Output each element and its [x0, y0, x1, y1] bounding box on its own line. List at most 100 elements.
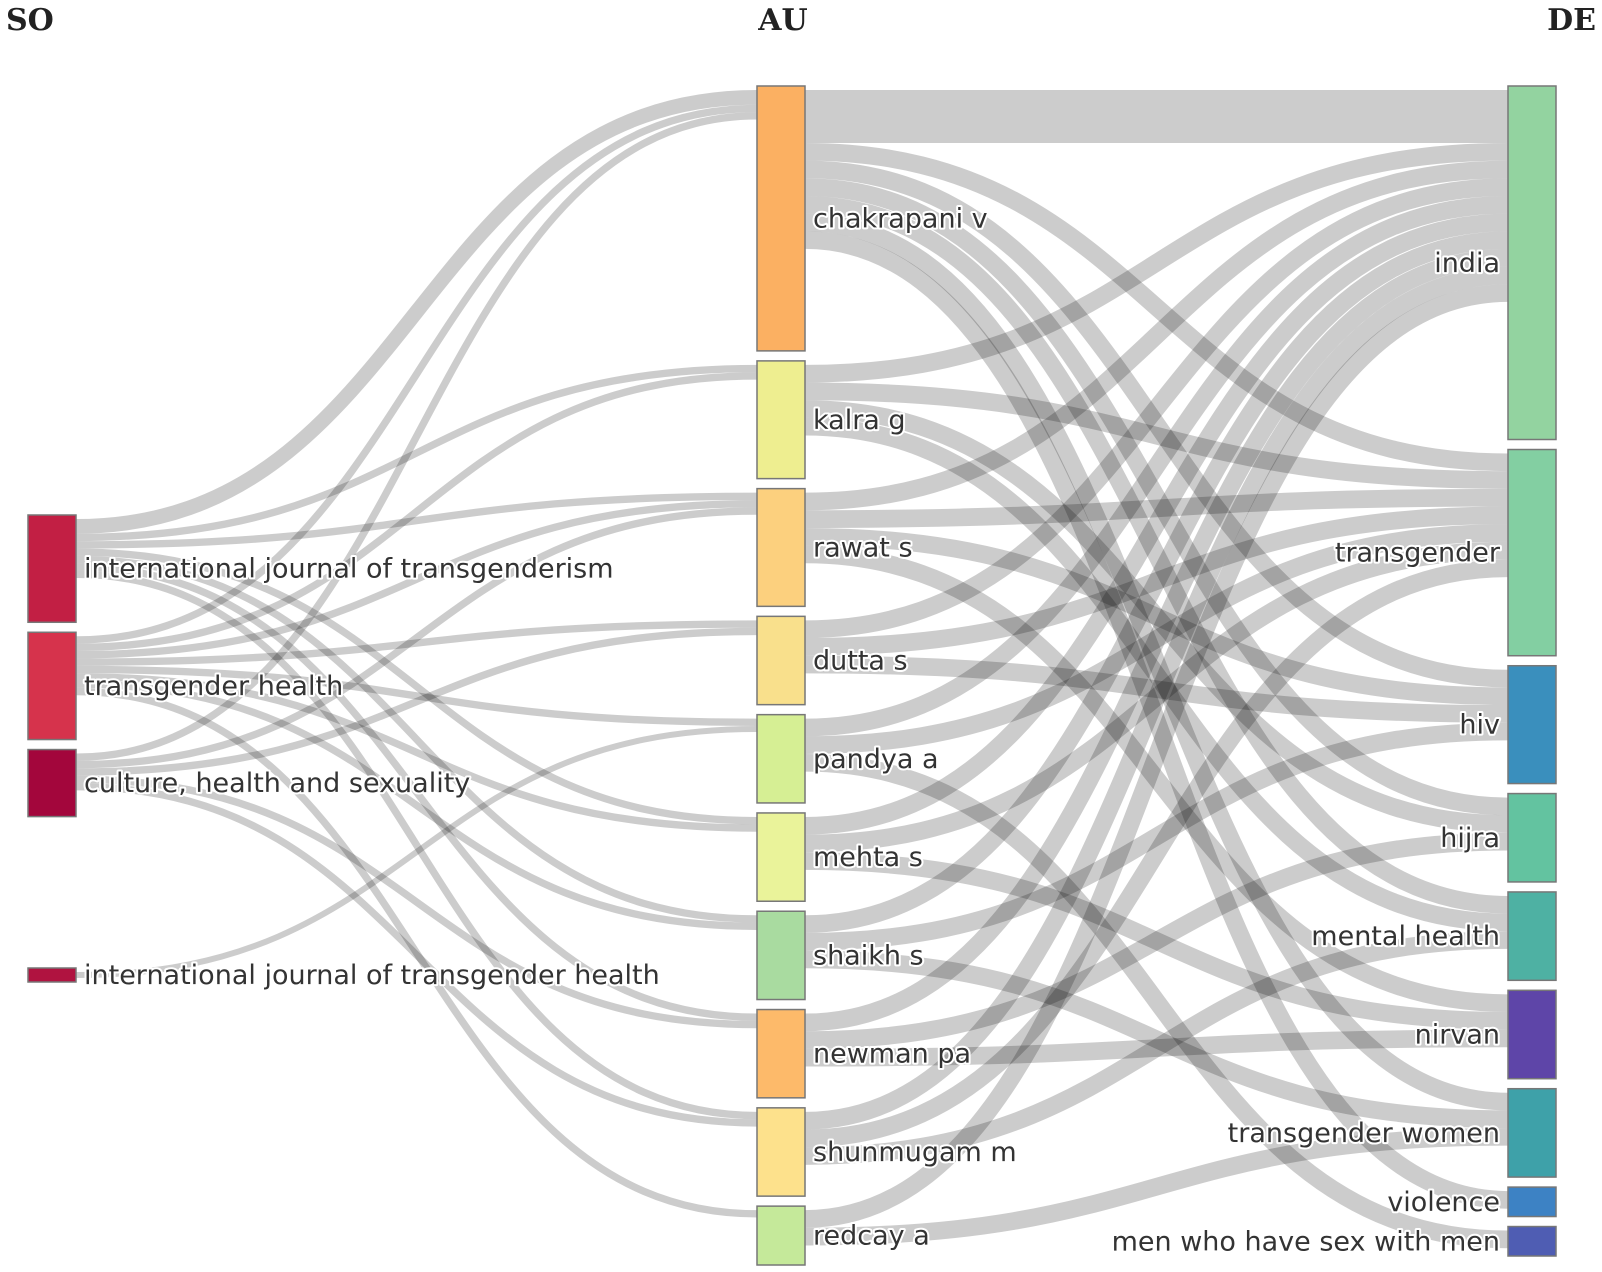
link-shunmugam-to-india	[804, 266, 1509, 1130]
link-chakrapani-to-transgender	[804, 142, 1509, 472]
node-label-dutta: dutta s	[813, 646, 908, 677]
link-redcay-to-transwomen	[804, 1128, 1509, 1246]
link-th-to-kalra	[75, 372, 758, 652]
node-pandya	[756, 713, 806, 804]
node-chakrapani	[756, 85, 806, 352]
column-header-au: AU	[757, 3, 807, 38]
link-chs-to-dutta	[75, 627, 758, 776]
node-nirvan	[1507, 989, 1557, 1080]
link-rawat-to-nirvan	[804, 545, 1509, 1012]
node-label-chs: culture, health and sexuality	[84, 768, 470, 799]
node-chs	[27, 748, 77, 818]
node-shaikh	[756, 910, 806, 1001]
node-newman	[756, 1008, 806, 1099]
link-shaikh-to-india	[804, 231, 1509, 933]
link-dutta-to-transgender	[804, 506, 1509, 656]
link-ijt-to-chakrapani	[75, 90, 758, 534]
node-label-mehta: mehta s	[813, 842, 923, 873]
node-hijra	[1507, 792, 1557, 883]
link-kalra-to-mentalhealth	[804, 417, 1509, 932]
node-transgender	[1507, 448, 1557, 657]
node-label-shaikh: shaikh s	[813, 940, 924, 971]
node-label-chakrapani: chakrapani v	[813, 203, 988, 234]
node-transwomen	[1507, 1087, 1557, 1178]
link-chs-to-newman	[75, 775, 758, 1029]
link-th-to-pandya	[75, 665, 758, 727]
link-pandya-to-msm	[804, 753, 1509, 1249]
link-ijt-to-kalra	[75, 364, 758, 542]
node-label-rawat: rawat s	[813, 532, 913, 563]
node-redcay	[756, 1205, 806, 1266]
link-ijt-to-newman	[75, 563, 758, 1021]
link-rawat-to-transgender	[804, 488, 1509, 528]
node-ijt	[27, 514, 77, 624]
link-chakrapani-to-transwomen	[804, 213, 1509, 1111]
link-dutta-to-india	[804, 178, 1509, 639]
link-kalra-to-transgender	[804, 382, 1509, 489]
link-shunmugam-to-transgender	[804, 559, 1509, 1148]
link-pandya-to-india	[804, 195, 1509, 737]
link-chakrapani-to-violence	[804, 231, 1509, 1209]
link-shaikh-to-transwomen	[804, 950, 1509, 1129]
node-label-hiv: hiv	[1459, 710, 1500, 741]
link-chs-to-shunmugam	[75, 783, 758, 1127]
link-chs-to-rawat	[75, 507, 758, 769]
node-mentalhealth	[1507, 891, 1557, 982]
link-redcay-to-india	[804, 284, 1509, 1228]
link-shunmugam-to-mentalhealth	[804, 931, 1509, 1165]
node-label-redcay: redcay a	[813, 1221, 930, 1252]
node-rawat	[756, 487, 806, 608]
link-rawat-to-hiv	[804, 527, 1509, 706]
link-th-to-redcay	[75, 687, 758, 1218]
node-label-ijt: international journal of transgenderism	[84, 554, 614, 585]
column-header-de: DE	[1547, 3, 1596, 38]
sankey-labels: international journal of transgenderism t…	[82, 201, 1503, 1259]
link-newman-to-nirvan	[804, 1029, 1509, 1067]
link-th-to-dutta	[75, 620, 758, 666]
node-dutta	[756, 615, 806, 706]
link-th-to-rawat	[75, 499, 758, 659]
node-label-transgender: transgender	[1335, 538, 1501, 569]
link-newman-to-india	[804, 248, 1509, 1032]
link-newman-to-hijra	[804, 832, 1509, 1049]
link-chs-to-chakrapani	[75, 112, 758, 761]
node-label-newman: newman pa	[813, 1039, 971, 1070]
sankey-nodes	[27, 85, 1557, 1266]
node-th	[27, 631, 77, 741]
link-ijt-to-shunmugam	[75, 570, 758, 1120]
link-th-to-mehta	[75, 673, 758, 832]
link-rawat-to-india	[804, 160, 1509, 511]
node-shunmugam	[756, 1107, 806, 1197]
link-ijt-to-mehta	[75, 548, 758, 825]
sankey-links	[75, 89, 1509, 1249]
link-kalra-to-hijra	[804, 400, 1509, 833]
node-label-pandya: pandya a	[813, 744, 939, 775]
link-ijth-to-pandya	[75, 726, 758, 978]
node-mehta	[756, 812, 806, 902]
node-hiv	[1507, 664, 1557, 785]
link-kalra-to-india	[804, 142, 1509, 383]
node-label-violence: violence	[1387, 1187, 1500, 1218]
node-label-india: india	[1434, 248, 1500, 279]
link-th-to-chakrapani	[75, 104, 758, 644]
link-chakrapani-to-hiv	[804, 160, 1509, 688]
node-label-nirvan: nirvan	[1415, 1020, 1500, 1051]
link-mehta-to-india	[804, 213, 1509, 835]
link-chakrapani-to-mentalhealth	[804, 195, 1509, 914]
node-label-mentalhealth: mental health	[1311, 921, 1500, 952]
node-india	[1507, 85, 1557, 441]
node-label-kalra: kalra g	[813, 405, 906, 436]
link-pandya-to-transgender	[804, 524, 1509, 754]
node-label-hijra: hijra	[1440, 823, 1500, 854]
link-dutta-to-hiv	[804, 655, 1509, 723]
node-violence	[1507, 1186, 1557, 1218]
node-label-transwomen: transgender women	[1228, 1118, 1500, 1149]
node-label-shunmugam: shunmugam m	[813, 1137, 1017, 1168]
link-mehta-to-nirvan	[804, 852, 1509, 1030]
node-label-ijth: international journal of transgender hea…	[84, 960, 660, 991]
column-headers: SO AU DE	[6, 3, 1596, 38]
link-ijt-to-rawat	[75, 492, 758, 549]
link-mehta-to-transgender	[804, 541, 1509, 853]
node-msm	[1507, 1225, 1557, 1257]
